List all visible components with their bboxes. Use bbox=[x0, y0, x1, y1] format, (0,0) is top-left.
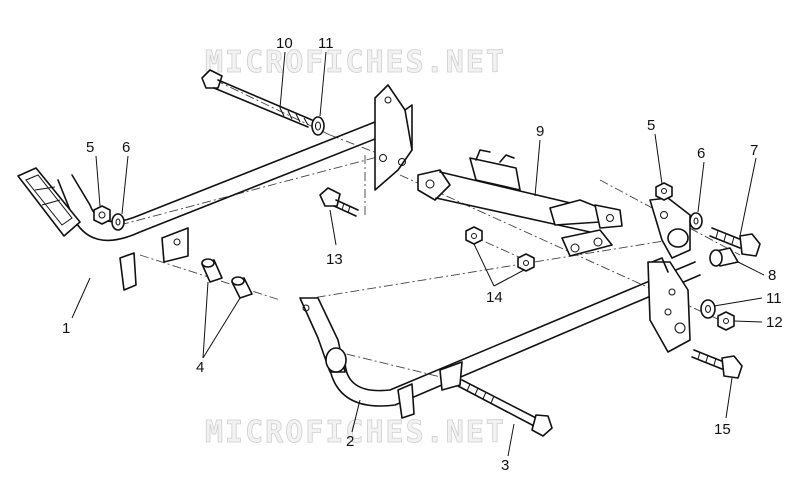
part-5-nut-right bbox=[655, 182, 673, 201]
callout-6-right: 6 bbox=[697, 145, 705, 162]
callout-15: 15 bbox=[714, 421, 731, 438]
part-15-bolt bbox=[691, 349, 743, 379]
part-8-spacer bbox=[709, 247, 739, 267]
callout-11-right: 11 bbox=[766, 290, 782, 307]
watermark-bottom: MICROFICHES.NET bbox=[205, 415, 506, 450]
part-13-bolt bbox=[319, 187, 359, 217]
callout-11-upper: 11 bbox=[318, 35, 334, 52]
callout-4: 4 bbox=[196, 359, 204, 376]
part-2-lower-rod bbox=[299, 261, 701, 419]
callout-9: 9 bbox=[536, 123, 544, 140]
callout-14: 14 bbox=[486, 289, 503, 306]
part-14-nuts bbox=[465, 226, 535, 272]
leader-lines bbox=[71, 51, 765, 457]
part-6-washer-right bbox=[689, 212, 703, 230]
callout-3: 3 bbox=[501, 457, 509, 474]
callout-5-left: 5 bbox=[86, 139, 94, 156]
part-7-bolt bbox=[709, 227, 761, 257]
upper-bracket bbox=[374, 84, 413, 191]
part-10-long-bolt bbox=[201, 69, 313, 128]
callout-13: 13 bbox=[326, 251, 343, 268]
part-9-link-arm bbox=[417, 149, 623, 257]
callout-7: 7 bbox=[750, 142, 758, 159]
watermark-top: MICROFICHES.NET bbox=[205, 45, 506, 80]
callout-labels: 1 2 3 4 5 6 5 6 7 8 9 10 11 11 12 13 14 … bbox=[62, 35, 783, 474]
part-11-washer-right bbox=[700, 299, 716, 319]
part-12-nut bbox=[717, 311, 735, 331]
callout-1: 1 bbox=[62, 320, 70, 337]
part-1-left-rod bbox=[17, 119, 386, 291]
callout-6-left: 6 bbox=[122, 139, 130, 156]
part-5-nut-left bbox=[93, 205, 111, 225]
callout-8: 8 bbox=[768, 267, 776, 284]
part-4-spacers bbox=[201, 258, 253, 299]
callout-10: 10 bbox=[276, 35, 293, 52]
callout-12: 12 bbox=[766, 314, 783, 331]
callout-5-right: 5 bbox=[647, 117, 655, 134]
part-3-bolt-lower bbox=[457, 379, 553, 437]
right-side-bracket bbox=[647, 197, 691, 353]
part-11-washer-upper bbox=[311, 116, 325, 136]
part-6-washer-left bbox=[111, 213, 125, 231]
callout-2: 2 bbox=[346, 433, 354, 450]
